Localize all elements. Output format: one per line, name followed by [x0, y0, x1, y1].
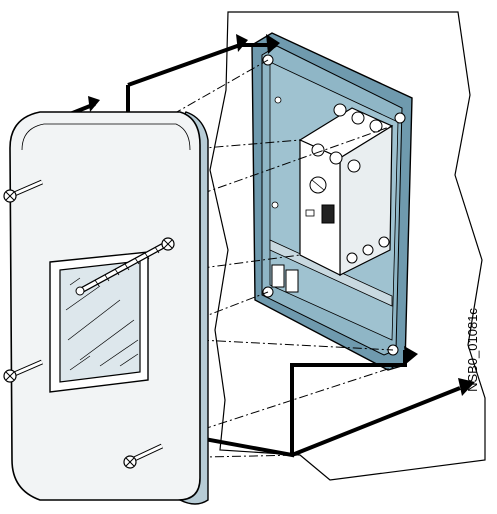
- screw-middle-left: [3, 359, 43, 383]
- screw-center-long: [75, 237, 175, 296]
- screw-bottom-right: [123, 443, 164, 469]
- viewing-window: [49, 251, 149, 393]
- screw-top-left: [3, 179, 43, 203]
- document-id-label: NSB0_01081c: [465, 308, 480, 392]
- arrow-heads: [88, 34, 475, 396]
- mounting-screws: [3, 179, 175, 469]
- motor-starter: [298, 103, 394, 276]
- terminal-clips: [271, 264, 299, 293]
